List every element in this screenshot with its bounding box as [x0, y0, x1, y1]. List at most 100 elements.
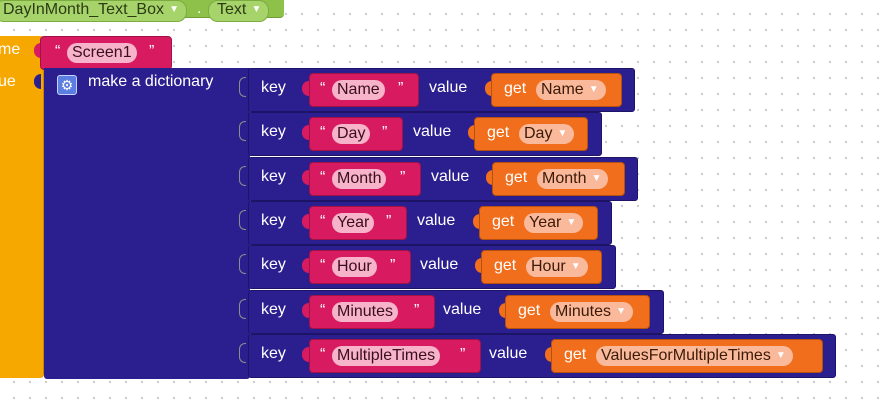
quote-close: ”	[460, 346, 466, 363]
key-connector	[302, 214, 309, 229]
pair-row-name[interactable]: key “ Name ” value get Name ▼	[248, 68, 635, 112]
key-text-value[interactable]: Hour	[332, 257, 377, 277]
chevron-down-icon: ▼	[169, 4, 179, 15]
pair-socket-4	[239, 210, 246, 230]
key-text-block[interactable]: “ Name ”	[309, 73, 419, 107]
key-label: key	[261, 256, 286, 273]
make-dictionary-block[interactable]: make a dictionary	[44, 68, 250, 379]
key-text-value[interactable]: Day	[332, 124, 371, 144]
value-connector	[499, 303, 506, 318]
value-label: ue	[0, 73, 16, 90]
dictionary-connector	[34, 74, 41, 89]
variable-name: Minutes	[555, 303, 612, 320]
parent-block[interactable]: me ue	[0, 36, 44, 378]
pair-socket-5	[239, 254, 246, 274]
variable-dropdown[interactable]: ValuesForMultipleTimes ▼	[596, 346, 793, 366]
key-text-value[interactable]: Minutes	[332, 302, 399, 322]
value-connector	[486, 170, 493, 185]
pair-row-year[interactable]: key “ Year ” value get Year ▼	[248, 201, 612, 245]
chevron-down-icon: ▼	[566, 217, 577, 228]
chevron-down-icon: ▼	[557, 128, 568, 139]
key-text-block[interactable]: “ Minutes ”	[309, 295, 435, 329]
chevron-down-icon: ▼	[616, 306, 627, 317]
chevron-down-icon: ▼	[591, 173, 602, 184]
get-label: get	[494, 257, 517, 274]
get-label: get	[487, 124, 510, 141]
pair-socket-6	[239, 299, 246, 319]
get-label: get	[492, 213, 515, 230]
variable-dropdown[interactable]: Name ▼	[536, 80, 606, 100]
component-property-block[interactable]: DayInMonth_Text_Box ▼ . Text ▼	[0, 0, 284, 22]
variable-name: Year	[529, 214, 562, 231]
key-text-value[interactable]: MultipleTimes	[332, 346, 441, 366]
quote-close: ”	[382, 124, 388, 141]
key-text-block[interactable]: “ Day ”	[309, 117, 403, 151]
quote-open: “	[320, 80, 326, 97]
get-variable-block[interactable]: get Name ▼	[491, 73, 622, 107]
quote-open: “	[320, 169, 326, 186]
dot-separator: .	[197, 0, 202, 17]
key-label: key	[261, 168, 286, 185]
value-label: value	[443, 301, 482, 318]
variable-dropdown[interactable]: Hour ▼	[526, 257, 588, 277]
variable-name: Name	[541, 81, 584, 98]
quote-close: ”	[149, 43, 155, 60]
variable-dropdown[interactable]: Day ▼	[519, 124, 575, 144]
variable-name: Day	[524, 125, 553, 142]
chevron-down-icon: ▼	[570, 261, 581, 272]
get-variable-block[interactable]: get ValuesForMultipleTimes ▼	[551, 339, 823, 373]
pair-socket-7	[239, 343, 246, 363]
key-connector	[302, 170, 309, 185]
property-name: Text	[217, 1, 247, 18]
get-label: get	[505, 169, 528, 186]
component-dropdown[interactable]: DayInMonth_Text_Box ▼	[0, 0, 187, 22]
value-connector	[485, 81, 492, 96]
key-text-value[interactable]: Month	[332, 169, 387, 189]
get-variable-block[interactable]: get Hour ▼	[481, 250, 602, 284]
get-label: get	[564, 346, 587, 363]
key-connector	[302, 125, 309, 140]
key-label: key	[261, 212, 286, 229]
get-variable-block[interactable]: get Day ▼	[474, 117, 588, 151]
key-text-block[interactable]: “ Month ”	[309, 162, 421, 196]
variable-dropdown[interactable]: Minutes ▼	[550, 302, 634, 322]
key-text-value[interactable]: Name	[332, 80, 385, 100]
screen-string-value[interactable]: Screen1	[67, 43, 137, 63]
value-connector	[475, 258, 482, 273]
chevron-down-icon: ▼	[251, 4, 262, 15]
pair-row-day[interactable]: key “ Day ” value get Day ▼	[248, 112, 602, 156]
pair-socket-1	[239, 77, 246, 97]
key-text-block[interactable]: “ Year ”	[309, 206, 407, 240]
value-connector	[473, 214, 480, 229]
pair-row-month[interactable]: key “ Month ” value get Month ▼	[248, 157, 638, 201]
pair-socket-3	[239, 166, 246, 186]
screen-string-block[interactable]: “ Screen1 ”	[40, 36, 172, 70]
get-label: get	[518, 302, 541, 319]
quote-open: “	[320, 124, 326, 141]
get-variable-block[interactable]: get Minutes ▼	[505, 295, 650, 329]
key-text-block[interactable]: “ Hour ”	[309, 250, 411, 284]
value-label: value	[420, 256, 459, 273]
quote-close: ”	[386, 213, 392, 230]
get-variable-block[interactable]: get Month ▼	[492, 162, 625, 196]
variable-dropdown[interactable]: Year ▼	[524, 213, 584, 233]
quote-close: ”	[400, 169, 406, 186]
value-connector	[545, 347, 552, 362]
quote-close: ”	[414, 302, 420, 319]
variable-name: Hour	[531, 258, 566, 275]
quote-close: ”	[390, 257, 396, 274]
value-connector	[468, 125, 475, 140]
value-label: value	[413, 123, 452, 140]
property-dropdown[interactable]: Text ▼	[208, 0, 270, 22]
component-name: DayInMonth_Text_Box	[3, 1, 164, 18]
pair-row-multipletimes[interactable]: key “ MultipleTimes ” value get ValuesFo…	[248, 334, 836, 378]
key-text-block[interactable]: “ MultipleTimes ”	[309, 339, 481, 373]
quote-open: “	[320, 346, 326, 363]
get-variable-block[interactable]: get Year ▼	[479, 206, 598, 240]
variable-dropdown[interactable]: Month ▼	[537, 169, 609, 189]
gear-icon[interactable]: ⚙	[57, 75, 77, 95]
pair-row-hour[interactable]: key “ Hour ” value get Hour ▼	[248, 245, 616, 289]
chevron-down-icon: ▼	[588, 84, 599, 95]
key-text-value[interactable]: Year	[332, 213, 375, 233]
pair-row-minutes[interactable]: key “ Minutes ” value get Minutes ▼	[248, 290, 664, 334]
